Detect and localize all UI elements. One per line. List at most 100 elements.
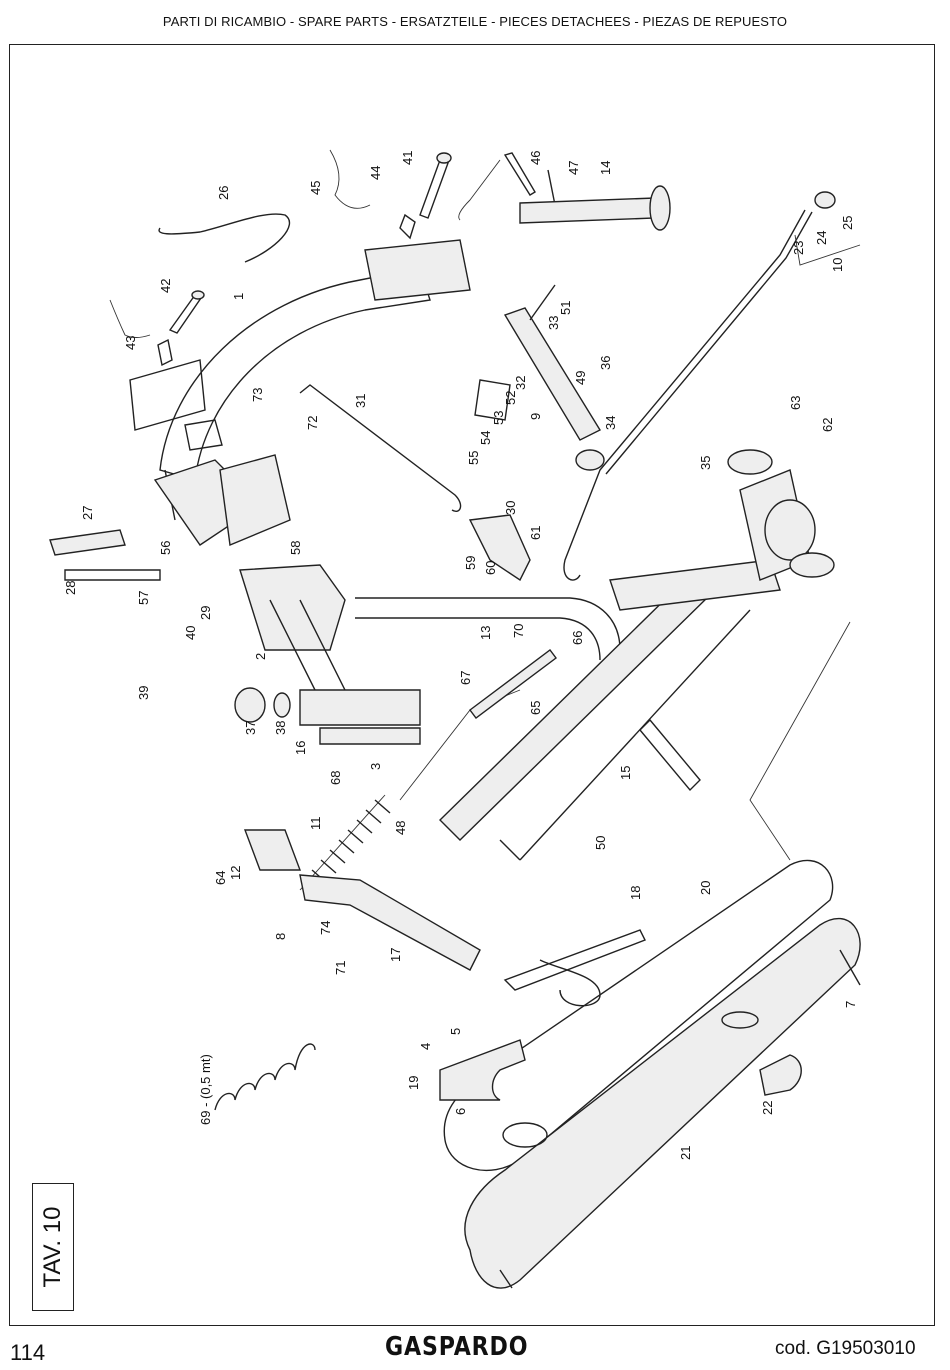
part-label-25: 25 bbox=[840, 216, 855, 230]
lever-10 bbox=[563, 191, 836, 581]
plate-30 bbox=[468, 514, 531, 582]
part-label-58: 58 bbox=[288, 541, 303, 555]
part-label-56: 56 bbox=[158, 541, 173, 555]
part-label-21: 21 bbox=[678, 1146, 693, 1160]
part-label-20: 20 bbox=[698, 881, 713, 895]
part-label-71: 71 bbox=[333, 961, 348, 975]
part-label-30: 30 bbox=[503, 501, 518, 515]
plate-label: TAV. 10 bbox=[39, 1206, 66, 1288]
part-label-29: 29 bbox=[198, 606, 213, 620]
brand-logo: GASPARDO bbox=[385, 1332, 529, 1362]
part-label-45: 45 bbox=[308, 181, 323, 195]
part-label-46: 46 bbox=[528, 151, 543, 165]
part-label-2: 2 bbox=[253, 653, 268, 660]
page-header: PARTI DI RICAMBIO - SPARE PARTS - ERSATZ… bbox=[162, 14, 788, 29]
part-label-27: 27 bbox=[80, 506, 95, 520]
part-label-61: 61 bbox=[528, 526, 543, 540]
part-label-65: 65 bbox=[528, 701, 543, 715]
page-number: 114 bbox=[10, 1340, 46, 1365]
part-label-70: 70 bbox=[511, 624, 526, 638]
part-label-68: 68 bbox=[328, 771, 343, 785]
part-label-73: 73 bbox=[250, 388, 265, 402]
part-label-38: 38 bbox=[273, 721, 288, 735]
part-label-7: 7 bbox=[843, 1001, 858, 1008]
part-label-19: 19 bbox=[406, 1076, 421, 1090]
part-label-74: 74 bbox=[318, 921, 333, 935]
part-label-34: 34 bbox=[603, 416, 618, 430]
part-label-4: 4 bbox=[418, 1043, 433, 1050]
part-label-23: 23 bbox=[791, 241, 806, 255]
plate-label-box: TAV. 10 bbox=[32, 1183, 74, 1311]
main-beam-15 bbox=[439, 559, 781, 861]
part-label-24: 24 bbox=[814, 231, 829, 245]
cover-22 bbox=[759, 1054, 802, 1096]
bearing-housing bbox=[727, 449, 835, 581]
part-label-63: 63 bbox=[788, 396, 803, 410]
shaft-18 bbox=[503, 929, 646, 991]
part-label-60: 60 bbox=[483, 561, 498, 575]
part-label-35: 35 bbox=[698, 456, 713, 470]
part-label-57: 57 bbox=[136, 591, 151, 605]
spring-length-note: 69 - (0,5 mt) bbox=[198, 1054, 213, 1125]
part-label-13: 13 bbox=[478, 626, 493, 640]
drawing-frame bbox=[9, 44, 935, 1326]
part-label-11: 11 bbox=[308, 817, 323, 831]
part-label-1: 1 bbox=[231, 293, 246, 300]
part-label-59: 59 bbox=[463, 556, 478, 570]
bracket-19 bbox=[439, 1039, 526, 1101]
part-label-49: 49 bbox=[573, 371, 588, 385]
part-label-67: 67 bbox=[458, 671, 473, 685]
part-label-66: 66 bbox=[570, 631, 585, 645]
part-label-62: 62 bbox=[820, 418, 835, 432]
part-label-55: 55 bbox=[466, 451, 481, 465]
part-label-5: 5 bbox=[448, 1028, 463, 1035]
part-label-52: 52 bbox=[503, 391, 518, 405]
part-label-18: 18 bbox=[628, 886, 643, 900]
part-label-37: 37 bbox=[243, 721, 258, 735]
mechanism-9 bbox=[474, 284, 605, 471]
turnbuckle-65 bbox=[469, 649, 557, 719]
tube-14 bbox=[519, 185, 671, 231]
part-label-12: 12 bbox=[228, 866, 243, 880]
part-label-53: 53 bbox=[491, 411, 506, 425]
rod-31 bbox=[299, 384, 462, 512]
belt-guard bbox=[443, 859, 861, 1289]
part-label-17: 17 bbox=[388, 948, 403, 962]
part-label-40: 40 bbox=[183, 626, 198, 640]
part-label-8: 8 bbox=[273, 933, 288, 940]
part-label-36: 36 bbox=[598, 356, 613, 370]
bracket-8-17 bbox=[243, 829, 481, 971]
part-label-72: 72 bbox=[305, 416, 320, 430]
part-label-33: 33 bbox=[546, 316, 561, 330]
part-label-44: 44 bbox=[368, 166, 383, 180]
part-label-32: 32 bbox=[513, 376, 528, 390]
part-label-15: 15 bbox=[618, 766, 633, 780]
part-label-51: 51 bbox=[558, 301, 573, 315]
part-label-42: 42 bbox=[158, 279, 173, 293]
part-label-39: 39 bbox=[136, 686, 151, 700]
hook-26 bbox=[158, 213, 291, 263]
part-label-3: 3 bbox=[368, 763, 383, 770]
top-pins bbox=[109, 149, 557, 367]
shaft-assembly bbox=[234, 687, 421, 745]
part-label-9: 9 bbox=[528, 413, 543, 420]
spring-coil-69 bbox=[214, 1043, 316, 1111]
part-label-22: 22 bbox=[760, 1101, 775, 1115]
part-label-28: 28 bbox=[63, 581, 78, 595]
document-code: cod. G19503010 bbox=[775, 1338, 916, 1359]
part-label-54: 54 bbox=[478, 431, 493, 445]
part-label-41: 41 bbox=[400, 151, 415, 165]
part-label-43: 43 bbox=[123, 336, 138, 350]
arched-frame bbox=[129, 239, 471, 546]
part-label-47: 47 bbox=[566, 161, 581, 175]
part-label-50: 50 bbox=[593, 836, 608, 850]
chain-28 bbox=[49, 529, 161, 581]
part-label-26: 26 bbox=[216, 186, 231, 200]
part-label-10: 10 bbox=[830, 258, 845, 272]
part-label-16: 16 bbox=[293, 741, 308, 755]
part-label-48: 48 bbox=[393, 821, 408, 835]
part-label-14: 14 bbox=[598, 161, 613, 175]
part-label-6: 6 bbox=[453, 1108, 468, 1115]
